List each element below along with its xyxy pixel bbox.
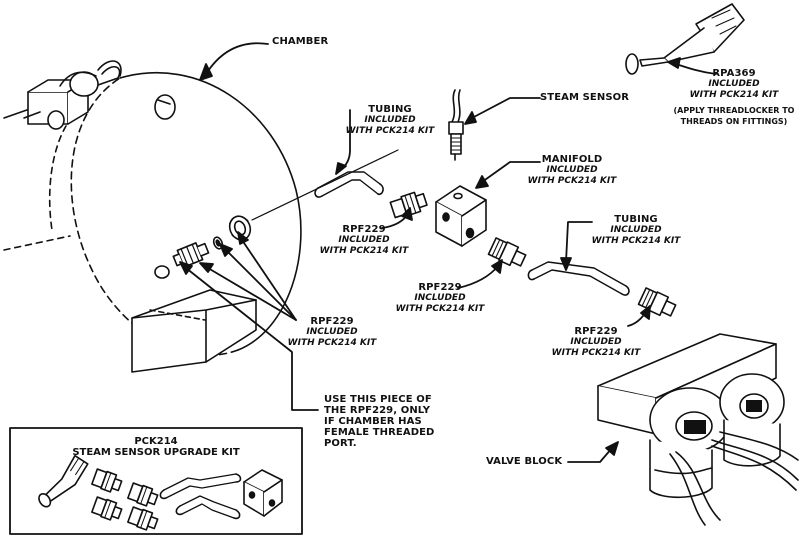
rpf229-c-label: RPF229 INCLUDED WITH PCK214 KIT — [284, 316, 380, 349]
kit-box-title: PCK214 STEAM SENSOR UPGRADE KIT — [10, 436, 302, 458]
rpf229-c-line1: INCLUDED — [306, 327, 358, 337]
rpf229-b-drawing — [487, 237, 527, 267]
tubing-top-drawing — [314, 171, 384, 198]
manifold-drawing — [435, 185, 487, 247]
steam-sensor-label: STEAM SENSOR — [540, 92, 629, 103]
rpa369-note2: THREADS ON FITTINGS) — [680, 117, 788, 126]
rpf229-d-label: RPF229 INCLUDED WITH PCK214 KIT — [548, 326, 644, 359]
manifold-label: MANIFOLD INCLUDED WITH PCK214 KIT — [512, 154, 632, 187]
manifold-line2: WITH PCK214 KIT — [527, 176, 617, 186]
rpf229-b-label: RPF229 INCLUDED WITH PCK214 KIT — [392, 282, 488, 315]
rpf229-d-title: RPF229 — [574, 326, 618, 337]
tubing-right-title: TUBING — [614, 214, 658, 225]
tubing-top-line1: INCLUDED — [364, 115, 416, 125]
rpf229-d-line1: INCLUDED — [570, 337, 622, 347]
rpa369-note1: (APPLY THREADLOCKER TO — [673, 106, 795, 115]
rpf229-a-line1: INCLUDED — [338, 235, 390, 245]
rpf229-b-title: RPF229 — [418, 282, 462, 293]
rpf229-a-drawing — [389, 191, 428, 219]
rpf229-c-title: RPF229 — [310, 316, 354, 327]
valve-block-drawing — [597, 333, 799, 526]
valve-block-label-text: VALVE BLOCK — [486, 456, 563, 467]
leader-lines — [179, 42, 717, 463]
use-piece-line4: FEMALE THREADED — [324, 427, 435, 438]
tubing-top-label: TUBING INCLUDED WITH PCK214 KIT — [330, 104, 450, 137]
kit-box-subtitle-text: STEAM SENSOR UPGRADE KIT — [72, 447, 240, 458]
use-piece-line3: IF CHAMBER HAS — [324, 416, 422, 427]
rpa369-drawing — [625, 3, 745, 75]
chamber-label-text: CHAMBER — [272, 36, 329, 47]
use-piece-line1: USE THIS PIECE OF — [324, 394, 432, 405]
rpf229-d-drawing — [637, 287, 677, 317]
rpa369-line2: WITH PCK214 KIT — [689, 90, 779, 100]
rpf229-b-line1: INCLUDED — [414, 293, 466, 303]
rpf229-b-line2: WITH PCK214 KIT — [395, 304, 485, 314]
manifold-line1: INCLUDED — [546, 165, 598, 175]
rpf229-a-label: RPF229 INCLUDED WITH PCK214 KIT — [316, 224, 412, 257]
use-piece-line2: THE RPF229, ONLY — [324, 405, 431, 416]
rpf229-d-line2: WITH PCK214 KIT — [551, 348, 641, 358]
chamber-drawing — [3, 60, 302, 373]
tubing-right-label: TUBING INCLUDED WITH PCK214 KIT — [576, 214, 696, 247]
tubing-top-line2: WITH PCK214 KIT — [345, 126, 435, 136]
tubing-right-line1: INCLUDED — [610, 225, 662, 235]
kit-box-title-text: PCK214 — [134, 436, 178, 447]
rpf229-a-line2: WITH PCK214 KIT — [319, 246, 409, 256]
use-piece-line5: PORT. — [324, 438, 357, 449]
manifold-title: MANIFOLD — [541, 154, 603, 165]
valve-block-label: VALVE BLOCK — [486, 456, 562, 467]
kit-box — [9, 427, 303, 535]
rpa369-line1: INCLUDED — [708, 79, 760, 89]
tubing-right-line2: WITH PCK214 KIT — [591, 236, 681, 246]
chamber-fittings — [172, 149, 399, 268]
rpf229-c-line2: WITH PCK214 KIT — [287, 338, 377, 348]
tubing-right-drawing — [527, 261, 630, 296]
steam-sensor-drawing — [448, 89, 464, 161]
steam-sensor-label-text: STEAM SENSOR — [540, 92, 630, 103]
use-piece-note: USE THIS PIECE OF THE RPF229, ONLY IF CH… — [324, 394, 434, 449]
tubing-top-title: TUBING — [368, 104, 412, 115]
chamber-label: CHAMBER — [272, 36, 328, 47]
rpf229-a-title: RPF229 — [342, 224, 386, 235]
rpa369-title: RPA369 — [712, 68, 756, 79]
rpa369-label: RPA369 INCLUDED WITH PCK214 KIT (APPLY T… — [672, 68, 796, 127]
